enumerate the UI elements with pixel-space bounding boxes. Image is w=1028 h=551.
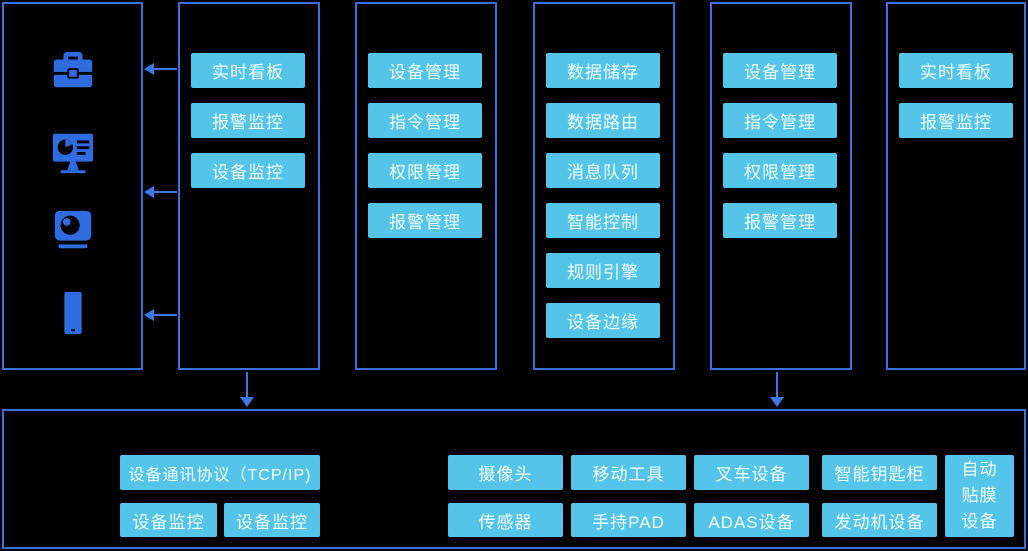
arrow-down-icon [770, 372, 784, 407]
panel-device-layer: 设备通讯协议（TCP/IP) 设备监控 设备监控 摄像头 移动工具 叉车设备 智… [2, 409, 1026, 549]
diagram-node: 设备监控 [120, 503, 217, 537]
monitor-dashboard-icon [50, 129, 96, 175]
diagram-node: 设备监控 [224, 503, 320, 537]
diagram-node: 权限管理 [723, 153, 837, 188]
toolbox-icon [50, 48, 96, 94]
panel-iot-core: 数据储存 数据路由 消息队列 智能控制 规则引擎 设备边缘 [533, 2, 675, 370]
panel-management-left: 设备管理 指令管理 权限管理 报警管理 [355, 2, 497, 370]
arrow-left-icon [144, 63, 177, 75]
diagram-node: 数据储存 [546, 53, 660, 88]
diagram-node: 智能钥匙柜 [822, 455, 937, 490]
diagram-node: 设备管理 [723, 53, 837, 88]
arrow-down-icon [240, 372, 254, 407]
diagram-node: 叉车设备 [694, 455, 809, 490]
diagram-node: 权限管理 [368, 153, 482, 188]
panel-device-types [2, 2, 143, 370]
diagram-node: 报警管理 [368, 203, 482, 238]
diagram-node: 设备边缘 [546, 303, 660, 338]
diagram-node: 移动工具 [571, 455, 686, 490]
mobile-phone-icon [50, 290, 96, 336]
diagram-node: 传感器 [448, 503, 563, 537]
diagram-node-protocol: 设备通讯协议（TCP/IP) [120, 455, 320, 490]
arrow-left-icon [144, 186, 177, 198]
diagram-node: 自动 贴膜 设备 [945, 455, 1014, 537]
diagram-node: 设备管理 [368, 53, 482, 88]
diagram-node: 规则引擎 [546, 253, 660, 288]
diagram-node: 报警管理 [723, 203, 837, 238]
diagram-node: 摄像头 [448, 455, 563, 490]
diagram-node: 报警监控 [191, 103, 305, 138]
diagram-node: ADAS设备 [694, 503, 809, 537]
diagram-node: 智能控制 [546, 203, 660, 238]
diagram-node: 设备监控 [191, 153, 305, 188]
camera-icon [50, 208, 96, 254]
panel-management-right: 设备管理 指令管理 权限管理 报警管理 [710, 2, 852, 370]
diagram-node: 实时看板 [899, 53, 1013, 88]
diagram-node: 指令管理 [723, 103, 837, 138]
diagram-node: 消息队列 [546, 153, 660, 188]
diagram-node: 指令管理 [368, 103, 482, 138]
panel-monitoring-app-right: 实时看板 报警监控 [886, 2, 1026, 370]
arrow-left-icon [144, 309, 177, 321]
diagram-node: 手持PAD [571, 503, 686, 537]
panel-monitoring-app-left: 实时看板 报警监控 设备监控 [178, 2, 320, 370]
diagram-node: 发动机设备 [822, 503, 937, 537]
diagram-node: 数据路由 [546, 103, 660, 138]
diagram-node: 实时看板 [191, 53, 305, 88]
diagram-node: 报警监控 [899, 103, 1013, 138]
